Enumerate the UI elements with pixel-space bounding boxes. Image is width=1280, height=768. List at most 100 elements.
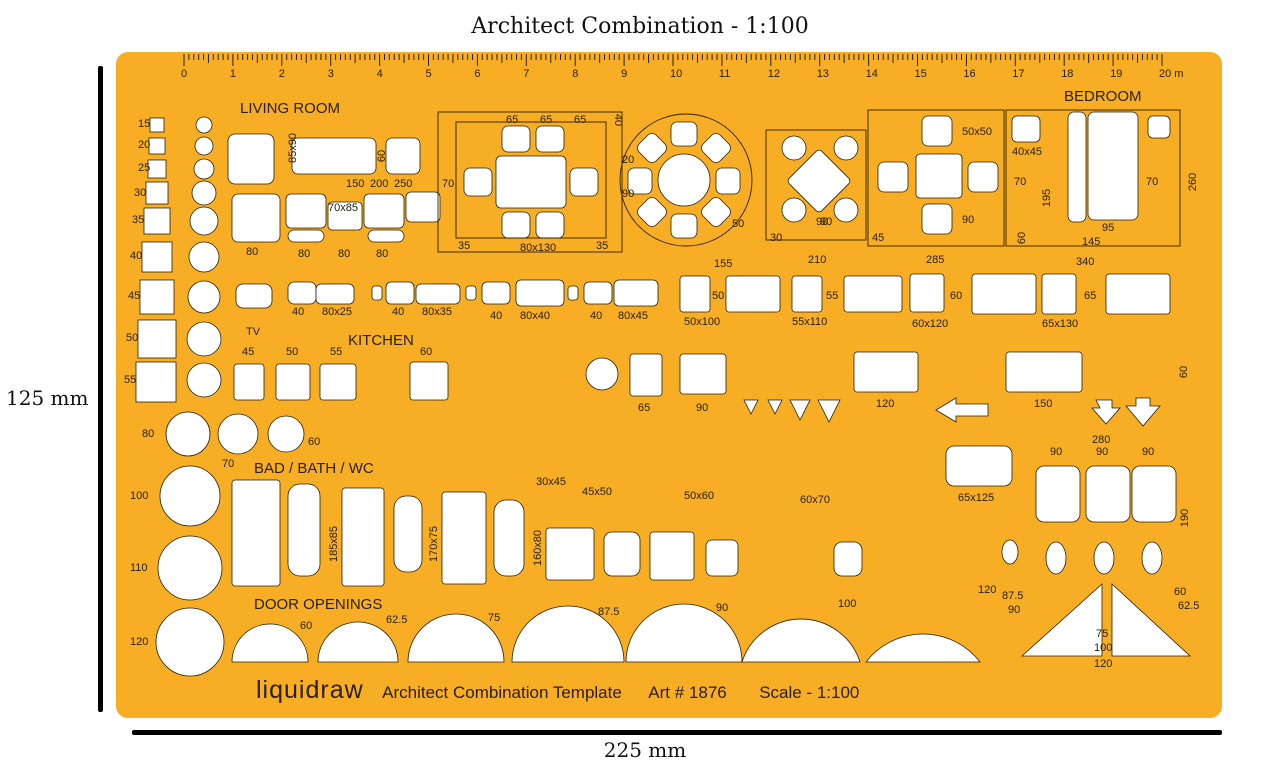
label: 90 bbox=[1050, 446, 1063, 458]
label: 90 bbox=[696, 402, 709, 414]
label: 80 bbox=[298, 248, 311, 260]
label: 90 bbox=[716, 602, 729, 614]
footer: liquidraw Architect Combination Template… bbox=[256, 676, 859, 705]
height-dimension-label: 125 mm bbox=[6, 386, 89, 410]
label: 340 bbox=[1076, 256, 1095, 268]
ruler-label: 6 bbox=[474, 68, 481, 80]
page-title: Architect Combination - 1:100 bbox=[471, 14, 809, 39]
label: 65 bbox=[574, 114, 587, 126]
label: 260 bbox=[1187, 172, 1200, 192]
ruler-label: 10 bbox=[670, 68, 683, 80]
label: 65 bbox=[506, 114, 519, 126]
section-bedroom: BEDROOM bbox=[1064, 88, 1142, 105]
label: 90 bbox=[622, 188, 635, 200]
label: 65x125 bbox=[958, 492, 995, 504]
art-number: Art # 1876 bbox=[648, 683, 727, 702]
tv-cutout bbox=[235, 283, 273, 309]
label: 75 bbox=[488, 612, 501, 624]
ruler-label: 9 bbox=[621, 68, 628, 80]
label: 70 bbox=[222, 458, 235, 470]
label: 40x45 bbox=[1012, 146, 1042, 158]
label: 55 bbox=[330, 346, 343, 358]
label: 90 bbox=[962, 214, 975, 226]
cutouts bbox=[135, 111, 1192, 677]
chair-cutout bbox=[285, 193, 327, 229]
label: 70 bbox=[1014, 176, 1027, 188]
section-bath: BAD / BATH / WC bbox=[254, 460, 374, 477]
label: 87.5 bbox=[1002, 590, 1024, 602]
label: 60 bbox=[950, 290, 963, 302]
ruler-label: 3 bbox=[327, 68, 334, 80]
label: 20 bbox=[622, 154, 635, 166]
chair-cutout bbox=[405, 191, 441, 223]
label: 60 bbox=[420, 346, 433, 358]
label: 35 bbox=[596, 240, 609, 252]
label: 150 bbox=[1034, 398, 1053, 410]
round-table-cutout bbox=[657, 153, 711, 207]
section-kitchen: KITCHEN bbox=[348, 332, 414, 349]
label: 62.5 bbox=[386, 614, 408, 626]
chair-cutout bbox=[385, 137, 421, 175]
ruler-label: 20 m bbox=[1159, 68, 1184, 80]
label: 40 bbox=[612, 113, 625, 127]
label: 50 bbox=[712, 290, 725, 302]
ruler-label: 11 bbox=[718, 68, 731, 80]
chair-cutout bbox=[363, 193, 405, 229]
label: 45 bbox=[872, 232, 885, 244]
label: 80 bbox=[376, 248, 389, 260]
label: 120 bbox=[1094, 658, 1113, 670]
label: 60 bbox=[1178, 365, 1191, 379]
label: 60 bbox=[300, 620, 313, 632]
label: 50x50 bbox=[962, 126, 992, 138]
ruler-label: 1 bbox=[229, 68, 237, 80]
label: 25 bbox=[138, 162, 151, 174]
armchair-cutout bbox=[231, 193, 281, 243]
label: 20 bbox=[138, 139, 151, 151]
label: 100 bbox=[838, 598, 857, 610]
pillow-cutout bbox=[367, 229, 405, 243]
ruler-label: 14 bbox=[865, 68, 878, 80]
label: 70 bbox=[442, 178, 455, 190]
label: 110 bbox=[130, 562, 148, 574]
label: 55x110 bbox=[792, 316, 828, 328]
label: 30x45 bbox=[536, 476, 566, 488]
label: 80 bbox=[142, 428, 155, 440]
label: 80 bbox=[338, 248, 351, 260]
label: 75 bbox=[1096, 628, 1109, 640]
width-dimension-label: 225 mm bbox=[603, 738, 687, 762]
label: 65 bbox=[540, 114, 553, 126]
label: 40 bbox=[292, 306, 305, 318]
label: 80x25 bbox=[322, 306, 352, 318]
label: 60x70 bbox=[800, 494, 830, 506]
label: 155 bbox=[714, 258, 733, 270]
label: 15 bbox=[138, 118, 151, 130]
stencil-artwork bbox=[135, 54, 1192, 677]
label: 45x50 bbox=[582, 486, 612, 498]
label: 80 bbox=[246, 246, 259, 258]
label: TV bbox=[246, 326, 261, 338]
label: 87.5 bbox=[598, 606, 620, 618]
label: 210 bbox=[808, 254, 827, 266]
label: 65 bbox=[638, 402, 651, 414]
label: 65 bbox=[1084, 290, 1097, 302]
label: 185x85 bbox=[328, 525, 341, 563]
ruler-label: 5 bbox=[425, 68, 432, 80]
label: 50 bbox=[126, 332, 139, 344]
label: 90 bbox=[816, 216, 829, 228]
label: 50x60 bbox=[684, 490, 714, 502]
label: 50 bbox=[732, 218, 745, 230]
label: 80x130 bbox=[520, 242, 557, 254]
label: 40 bbox=[490, 310, 503, 322]
ruler-label: 17 bbox=[1012, 68, 1025, 80]
label: 80x45 bbox=[618, 310, 648, 322]
label: 65x130 bbox=[1042, 318, 1079, 330]
label: 60 bbox=[308, 436, 321, 448]
label: 60 bbox=[1016, 231, 1029, 245]
label: 90 bbox=[1142, 446, 1155, 458]
label: 120 bbox=[978, 584, 997, 596]
label: 60 bbox=[1174, 586, 1187, 598]
width-dimension-line bbox=[132, 730, 1222, 735]
dining-table-cutout bbox=[495, 155, 567, 209]
label: 70x85 bbox=[328, 202, 358, 214]
